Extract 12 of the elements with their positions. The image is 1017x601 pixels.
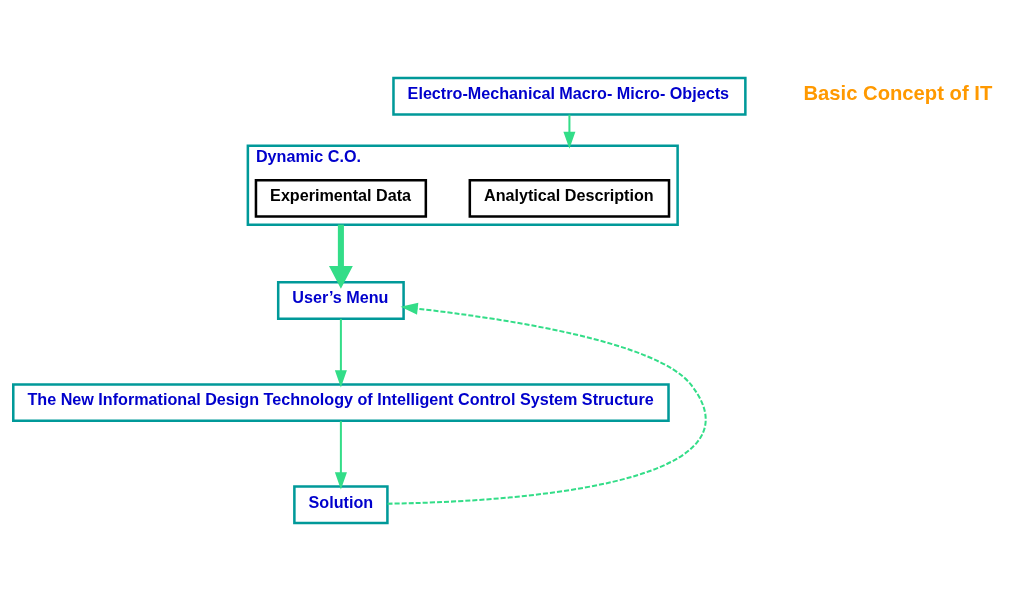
node-box: Experimental Data [254,178,427,218]
arrow [387,302,705,505]
node-box: The New Informational Design Technology of Intelligent Control System Structure [11,383,670,423]
label: Basic Concept of IT [803,82,992,105]
node-box: User’s Menu [276,281,405,320]
arrow [334,318,347,388]
node-box: Analytical Description [468,178,670,218]
node-box: Electro-Mechanical Macro- Micro- Objects [391,76,747,116]
arrow [562,114,575,149]
arrow [328,224,353,289]
node-box: Solution [292,485,389,525]
arrow [334,421,347,490]
